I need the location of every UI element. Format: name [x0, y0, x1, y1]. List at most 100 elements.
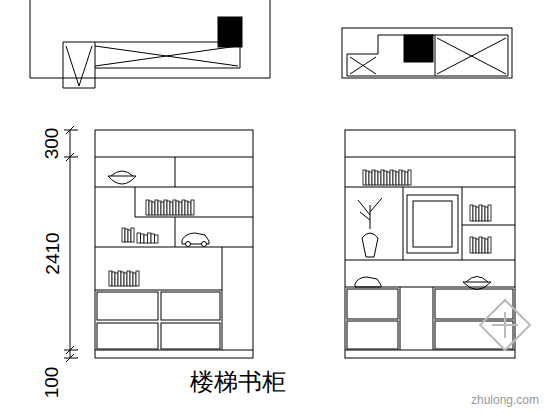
book: [146, 200, 149, 215]
book: [387, 172, 390, 185]
book: [378, 172, 381, 185]
bowl: [108, 171, 136, 184]
picture-frame: [407, 195, 458, 253]
book: [396, 172, 399, 185]
book: [152, 202, 155, 215]
book: [191, 200, 194, 215]
book: [485, 207, 488, 221]
drawer: [97, 292, 158, 320]
book: [127, 271, 130, 286]
plan-outline: [342, 28, 512, 78]
watermark-logo: [480, 300, 530, 350]
book: [167, 201, 170, 215]
book: [482, 206, 485, 221]
book: [170, 202, 173, 215]
plan-shelf: [63, 42, 240, 88]
plan-cross: [350, 35, 506, 76]
plan-cross: [66, 42, 238, 86]
book: [115, 273, 118, 286]
book: [470, 237, 473, 253]
book: [155, 235, 159, 243]
dimension-text: 300: [42, 127, 61, 159]
book: [128, 230, 131, 242]
drawer: [161, 292, 220, 320]
book: [366, 171, 369, 185]
book: [384, 171, 387, 185]
book: [476, 207, 479, 221]
book: [390, 170, 393, 185]
book: [144, 235, 148, 243]
book: [399, 170, 402, 185]
drawer: [347, 321, 398, 349]
book: [141, 234, 145, 243]
book: [488, 205, 491, 221]
book: [381, 170, 384, 185]
book: [176, 201, 179, 215]
book: [488, 237, 491, 253]
bowl: [463, 277, 491, 290]
book: [112, 272, 115, 286]
book: [155, 200, 158, 215]
toy-car: [355, 277, 381, 287]
picture-frame: [413, 201, 452, 247]
book: [479, 237, 482, 253]
dimension-line: [64, 126, 78, 362]
book: [405, 172, 408, 185]
plan-shelf: [347, 35, 508, 76]
book: [151, 234, 155, 243]
book: [185, 201, 188, 215]
shelf-lines: [345, 157, 515, 350]
book: [158, 201, 161, 215]
book: [473, 206, 476, 221]
book: [485, 239, 488, 253]
plan-column: [404, 35, 433, 62]
dimension-text: 2410: [43, 232, 62, 274]
book: [121, 272, 124, 286]
shelf-lines: [95, 157, 253, 350]
book: [122, 228, 125, 242]
book: [363, 170, 366, 185]
book: [179, 202, 182, 215]
drawer: [161, 323, 220, 349]
book: [372, 170, 375, 185]
plan-column: [218, 17, 242, 47]
book: [161, 202, 164, 215]
cabinet-outline: [95, 130, 253, 358]
book: [137, 233, 141, 243]
book: [402, 171, 405, 185]
dimension-text: 100: [42, 366, 61, 398]
book: [130, 272, 133, 286]
book: [131, 228, 134, 242]
book: [470, 205, 473, 221]
plan-outline: [30, 0, 270, 78]
watermark: zhulong.com: [471, 394, 539, 406]
drawer: [347, 289, 398, 319]
book: [148, 233, 152, 243]
book: [182, 200, 185, 215]
book: [473, 238, 476, 253]
book: [164, 200, 167, 215]
drawing-title: 楼梯书柜: [190, 370, 286, 394]
book: [133, 273, 136, 286]
book: [109, 271, 112, 286]
book: [136, 271, 139, 286]
book: [476, 239, 479, 253]
book: [188, 202, 191, 215]
book: [408, 170, 411, 185]
book: [393, 171, 396, 185]
book: [479, 205, 482, 221]
book: [125, 229, 128, 242]
book: [118, 271, 121, 286]
cabinet-outline: [345, 130, 515, 358]
book: [369, 172, 372, 185]
book: [149, 201, 152, 215]
drawer: [97, 323, 158, 349]
book: [375, 171, 378, 185]
book: [124, 273, 127, 286]
vase: [358, 198, 382, 257]
book: [173, 200, 176, 215]
book: [482, 238, 485, 253]
books: [109, 170, 491, 286]
